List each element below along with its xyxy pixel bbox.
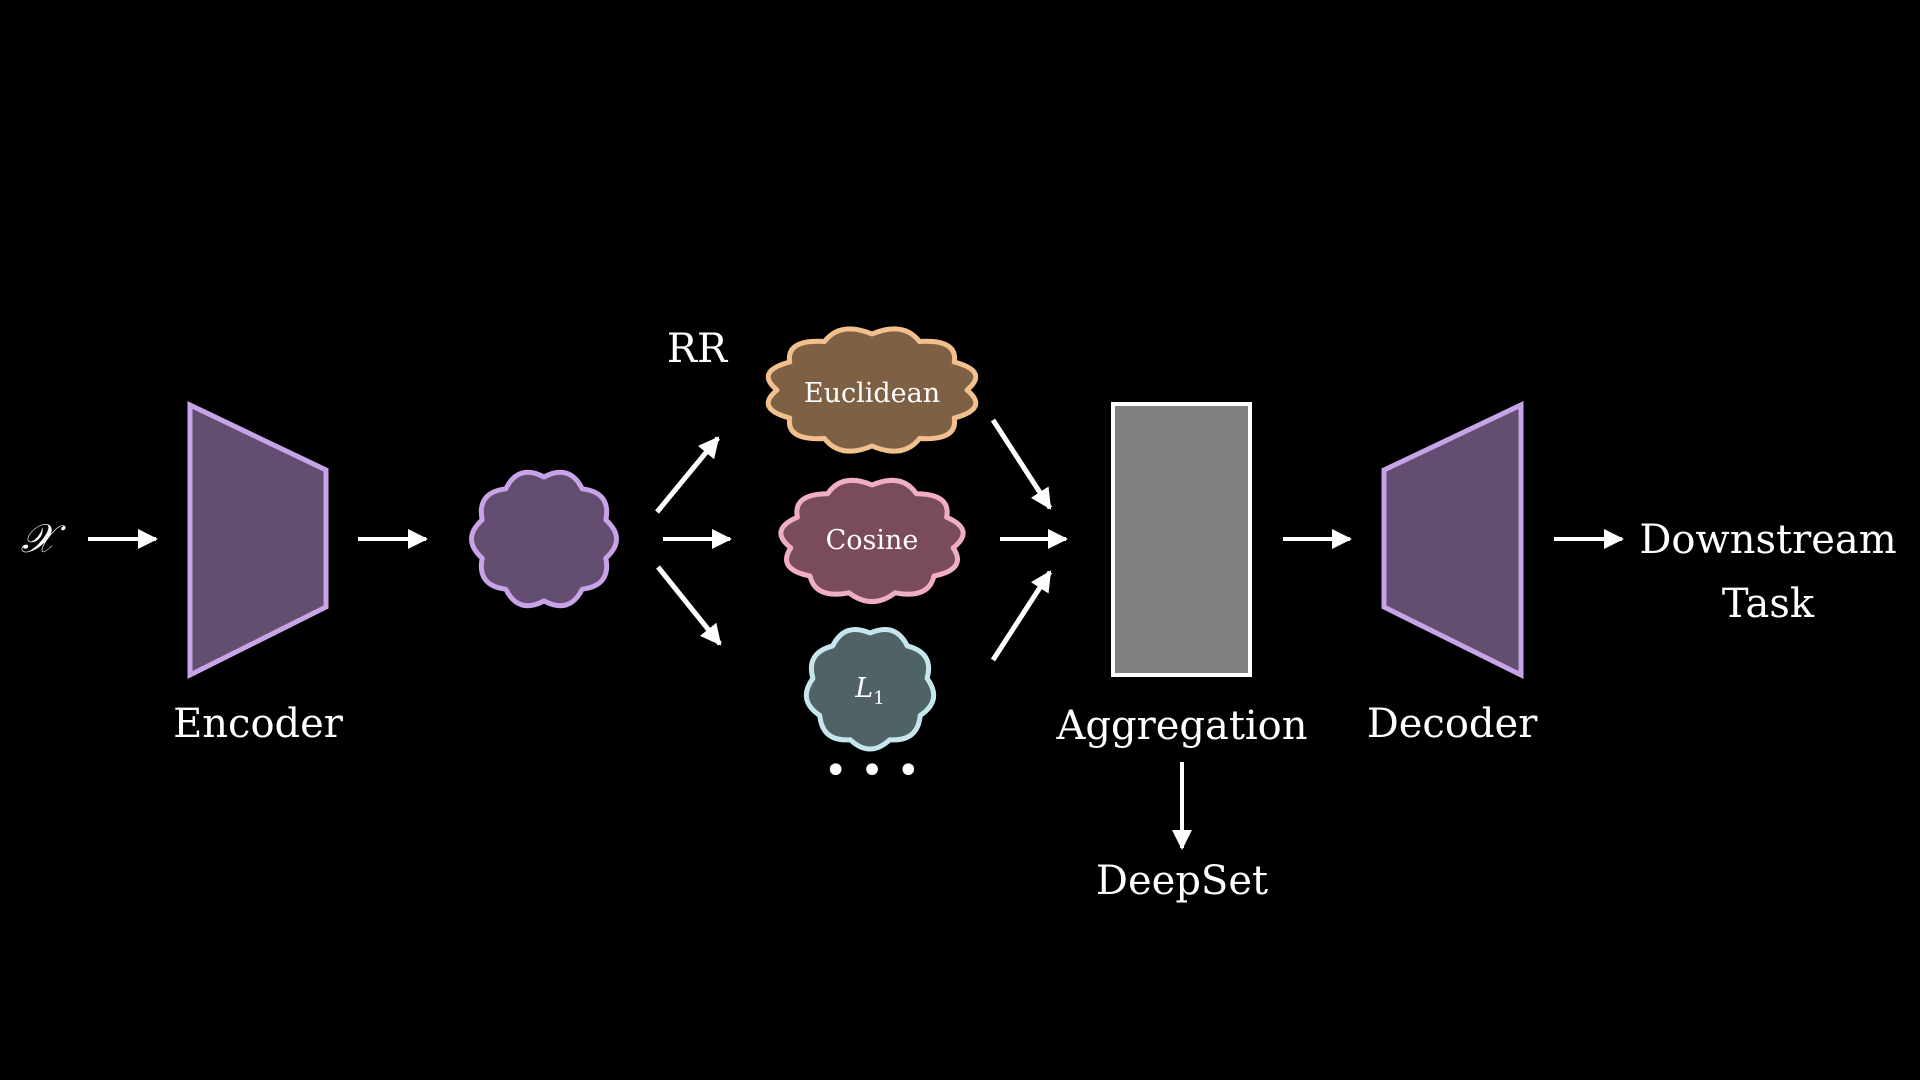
latent-cloud xyxy=(469,469,619,609)
latent-cloud-shape xyxy=(469,469,619,609)
arrow-euclidean-to-aggregation xyxy=(990,418,1053,510)
euclidean-cloud xyxy=(765,326,979,454)
arrow-latent-to-euclidean xyxy=(655,436,720,514)
euclid-cloud-shape xyxy=(765,326,979,454)
decoder-label: Decoder xyxy=(1367,701,1539,747)
encoder-block xyxy=(187,401,329,680)
arrow-latent-to-l1 xyxy=(656,565,722,646)
cosine-cloud-shape xyxy=(778,477,966,605)
encoder-label: Encoder xyxy=(173,701,344,747)
euclidean-label: Euclidean xyxy=(804,378,940,409)
l1-cloud-shape xyxy=(803,627,937,752)
l1-label: L1 xyxy=(854,673,884,709)
output-label-line2: Task xyxy=(1722,581,1815,627)
output-label-line1: Downstream xyxy=(1639,517,1896,563)
arrow-l1-to-aggregation xyxy=(990,570,1053,662)
rr-label: RR xyxy=(667,326,729,372)
decoder-block xyxy=(1381,401,1524,680)
l1-cloud xyxy=(803,627,937,752)
cosine-cloud xyxy=(778,477,966,605)
deepset-label: DeepSet xyxy=(1096,858,1268,904)
aggregation-block xyxy=(1111,402,1252,677)
cosine-label: Cosine xyxy=(826,525,919,556)
input-symbol: 𝒳 xyxy=(21,516,67,562)
aggregation-label: Aggregation xyxy=(1055,703,1307,749)
l1-label-main: L xyxy=(854,673,873,704)
ellipsis-more-clouds: • • • xyxy=(824,748,920,794)
l1-label-subscript: 1 xyxy=(873,688,884,709)
